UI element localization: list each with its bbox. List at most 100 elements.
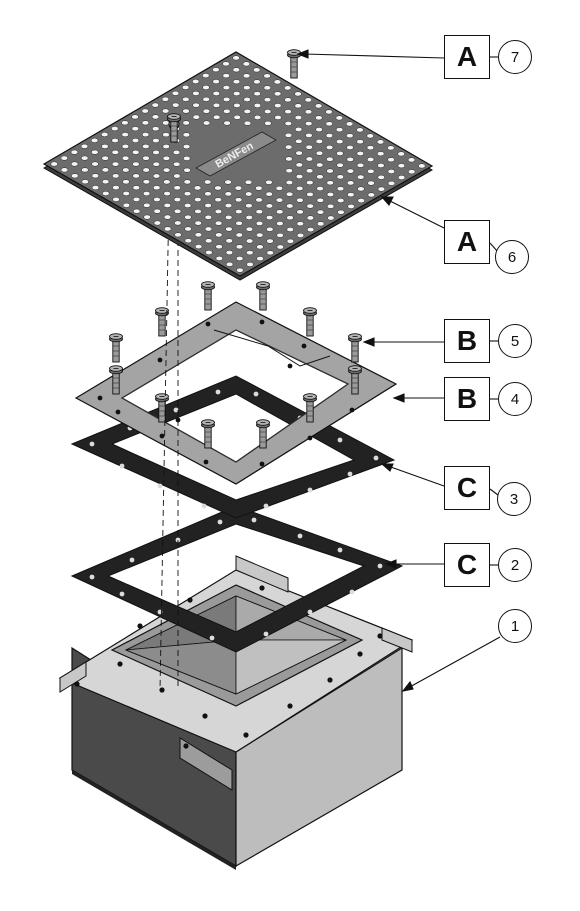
callout-letter-2: C xyxy=(444,543,490,587)
grate-hole xyxy=(305,132,313,138)
grate-hole xyxy=(214,197,222,203)
gasket-2-frame xyxy=(70,505,404,653)
grate-hole xyxy=(142,167,150,173)
grate-hole xyxy=(265,203,274,209)
grate-hole xyxy=(274,103,282,109)
grate-hole xyxy=(161,96,170,102)
grate-hole xyxy=(225,250,234,256)
grate-hole xyxy=(222,96,231,102)
grate-hole xyxy=(418,163,426,169)
grate-hole xyxy=(152,173,161,179)
grate-hole xyxy=(356,139,364,145)
grate-hole xyxy=(275,185,283,191)
grate-hole xyxy=(142,143,150,149)
grate-hole xyxy=(192,79,200,84)
grate-hole xyxy=(181,84,190,90)
grate-hole xyxy=(194,232,203,238)
grate-hole xyxy=(304,97,312,103)
grate-hole xyxy=(131,138,140,143)
grate-hole xyxy=(212,79,220,85)
grate-hole xyxy=(397,175,406,180)
grate-hole xyxy=(90,137,99,143)
grate-hole xyxy=(122,179,130,185)
grate-hole xyxy=(222,61,230,67)
callout-number-5: 5 xyxy=(498,324,532,358)
grate-hole xyxy=(205,238,213,244)
grate-hole xyxy=(101,155,109,161)
grate-hole xyxy=(336,150,344,156)
grate-hole xyxy=(255,197,263,203)
grate-hole xyxy=(255,209,263,215)
grate-hole xyxy=(233,114,241,120)
grate-hole xyxy=(153,185,161,191)
grate-hole xyxy=(273,79,282,85)
grate-hole xyxy=(132,173,140,179)
grate-hole xyxy=(256,244,264,250)
grate-hole xyxy=(285,156,293,162)
grate-hole xyxy=(253,103,262,108)
grate-hole xyxy=(284,132,293,138)
grate-hole xyxy=(202,85,210,90)
grate-hole xyxy=(245,238,254,244)
grate-hole xyxy=(214,209,223,214)
grate-hole xyxy=(263,97,272,103)
grate-hole xyxy=(204,203,212,208)
grate-hole xyxy=(346,180,355,186)
grate-hole xyxy=(173,197,182,203)
grate-hole xyxy=(335,127,344,133)
grate-hole xyxy=(346,145,354,150)
grate-hole xyxy=(212,67,220,73)
grate-hole xyxy=(296,185,304,191)
grate-hole xyxy=(215,232,223,238)
grate-hole xyxy=(101,132,109,137)
callout-letter-5: B xyxy=(444,319,490,363)
grate-hole xyxy=(182,108,190,114)
grate-hole xyxy=(151,102,159,108)
grate-hole xyxy=(152,138,160,144)
grate-hole xyxy=(183,167,191,173)
grate-hole xyxy=(296,209,304,215)
grate-hole xyxy=(377,186,386,192)
grate-hole xyxy=(326,203,335,209)
grate-hole xyxy=(183,191,192,197)
grate-hole xyxy=(357,198,365,204)
grate-hole xyxy=(202,120,211,126)
grate-hole xyxy=(243,85,251,91)
grate-hole xyxy=(294,115,303,121)
grate-hole xyxy=(356,162,365,168)
grate-hole xyxy=(164,226,172,232)
grate-hole xyxy=(111,161,120,167)
grate-hole xyxy=(204,226,213,232)
grate-hole xyxy=(111,138,119,143)
grate-hole xyxy=(232,79,241,85)
grate-hole xyxy=(152,149,160,155)
grate-hole xyxy=(223,108,231,114)
grate-hole xyxy=(284,85,292,91)
grate-hole xyxy=(184,238,192,244)
grate-hole xyxy=(70,149,79,155)
grate-hole xyxy=(284,97,292,103)
grate-hole xyxy=(81,167,89,173)
grate-hole xyxy=(172,102,180,108)
grate-hole xyxy=(326,168,334,174)
grate-hole xyxy=(224,191,232,197)
grate-hole xyxy=(215,244,223,250)
grate-hole xyxy=(305,156,314,162)
grate-hole xyxy=(336,162,344,168)
grate-hole xyxy=(273,91,282,97)
grate-hole xyxy=(161,108,170,114)
callout-number-3: 3 xyxy=(497,482,531,516)
grate-hole xyxy=(377,151,385,157)
grate-hole xyxy=(306,203,314,209)
grate-hole xyxy=(316,186,324,192)
grate-hole xyxy=(345,121,354,127)
grate-hole xyxy=(192,90,200,96)
callout-number-7: 7 xyxy=(498,40,532,74)
grate-hole xyxy=(366,145,375,151)
grate-hole xyxy=(235,244,244,250)
grate-hole xyxy=(121,143,130,149)
grate-hole xyxy=(171,90,180,96)
grate-hole xyxy=(142,155,150,161)
grate-hole xyxy=(225,261,234,267)
grate-hole xyxy=(232,55,240,61)
